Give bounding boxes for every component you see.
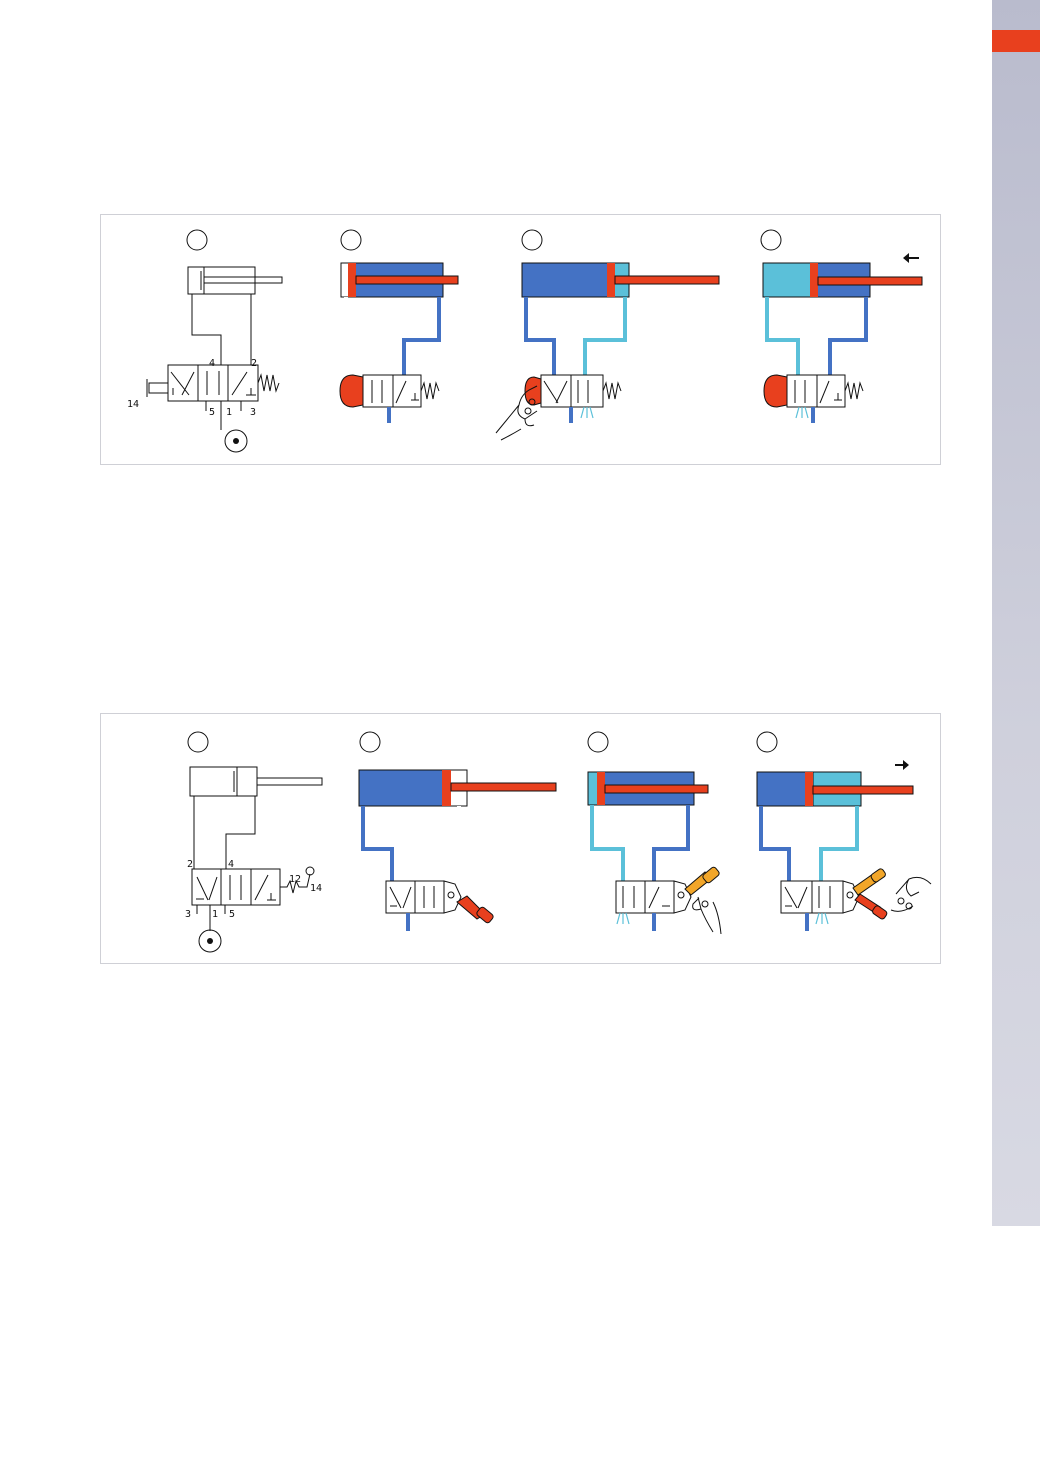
piston-rod — [355, 275, 459, 285]
valve — [786, 374, 846, 408]
piston-rod — [614, 275, 720, 285]
step-circle-4 — [756, 731, 778, 753]
pushbutton-valve-sequence: 4 2 5 1 3 14 — [127, 229, 923, 453]
port-label-3: 3 — [250, 407, 256, 418]
port-label-5: 5 — [209, 407, 215, 418]
exhaust-spray — [815, 912, 829, 925]
step-circle-2 — [359, 731, 381, 753]
piston-rod — [450, 782, 557, 792]
step-4-extending — [756, 760, 932, 931]
valve-symbol — [191, 868, 281, 906]
piston — [442, 770, 451, 806]
lever-valve-sequence: 2 4 3 1 5 12 14 — [185, 731, 932, 953]
lever-symbol — [280, 873, 311, 894]
step-circle-2 — [340, 229, 362, 251]
valve-symbol — [167, 364, 259, 402]
symbol-schematic: 4 2 5 1 3 14 — [127, 266, 283, 453]
port-label-4: 4 — [209, 358, 215, 369]
piston-rod-symbol — [203, 276, 283, 284]
step-circle-1 — [186, 229, 208, 251]
port-label-3: 3 — [185, 909, 191, 920]
pressure-source-symbol — [224, 429, 248, 453]
pressure-source-symbol — [198, 929, 222, 953]
pushbutton-symbol — [148, 382, 169, 394]
spring-symbol — [257, 373, 280, 393]
pushbutton — [763, 374, 788, 408]
port-label-2: 2 — [187, 859, 193, 870]
piston-rod — [812, 785, 914, 795]
step-circle-3 — [587, 731, 609, 753]
valve — [362, 374, 422, 408]
cylinder-symbol — [189, 766, 258, 797]
piston — [348, 263, 356, 297]
step-2-extended — [358, 769, 557, 931]
port-label-1: 1 — [226, 407, 232, 418]
port-label-2: 2 — [251, 358, 257, 369]
piston-rod — [817, 276, 923, 286]
step-3-pressed — [495, 262, 720, 441]
piston-rod — [604, 784, 709, 794]
piston — [607, 263, 615, 297]
extend-arrow-icon — [895, 760, 909, 770]
pushbutton — [339, 374, 364, 408]
hand-icon — [495, 385, 538, 441]
port-label-12: 12 — [289, 874, 301, 885]
piston — [810, 263, 818, 297]
step-4-released — [762, 253, 923, 423]
pushbutton-valve-diagram-panel: 4 2 5 1 3 14 — [100, 214, 941, 465]
side-tab — [992, 0, 1040, 1226]
step-circle-3 — [521, 229, 543, 251]
exhaust-spray — [580, 406, 594, 419]
return-arrow-icon — [903, 253, 919, 263]
side-tab-marker — [992, 30, 1040, 52]
hand-icon — [692, 896, 722, 935]
step-circle-4 — [760, 229, 782, 251]
port-label-14: 14 — [310, 883, 322, 894]
exhaust-spray — [616, 912, 630, 925]
cylinder-symbol — [187, 266, 256, 295]
piston — [597, 772, 605, 805]
port-label-14: 14 — [127, 399, 139, 410]
piston-rod-symbol — [256, 777, 323, 786]
hand-icon — [890, 876, 932, 912]
symbol-schematic: 2 4 3 1 5 12 14 — [185, 766, 323, 953]
step-circle-1 — [187, 731, 209, 753]
step-2-rest — [339, 262, 459, 423]
piston — [805, 772, 813, 806]
step-3-retracted — [587, 771, 722, 935]
port-label-4: 4 — [228, 859, 234, 870]
exhaust-spray — [795, 406, 809, 419]
port-label-5: 5 — [229, 909, 235, 920]
lever-valve-diagram-panel: 2 4 3 1 5 12 14 — [100, 713, 941, 964]
port-label-1: 1 — [212, 909, 218, 920]
